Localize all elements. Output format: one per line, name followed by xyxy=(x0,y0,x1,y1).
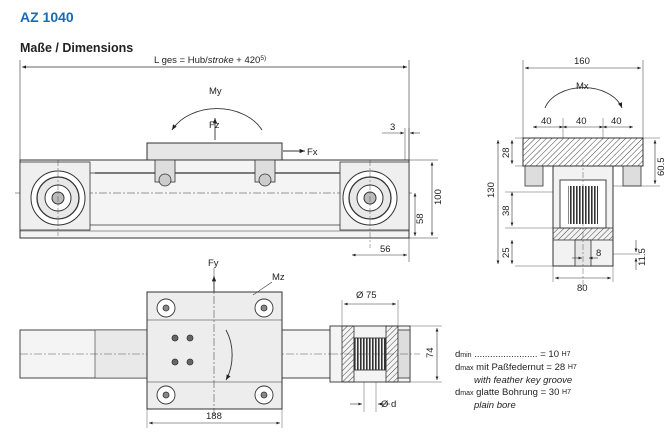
legend-dmax-plain: dmax glatte Bohrung = 30 H7 xyxy=(455,387,571,398)
legend-dmin: dmin ........................ = 10 H7 xyxy=(455,349,571,360)
dim-60-5: 60.5 xyxy=(656,158,667,177)
moment-z-label: Mz xyxy=(272,272,285,283)
dim-phi-75: Ø 75 xyxy=(356,290,377,301)
dim-phi-d: Ø d xyxy=(381,399,396,410)
length-label: L ges = Hub/stroke + 4205) xyxy=(154,55,266,66)
dim-80: 80 xyxy=(577,283,588,294)
dim-130: 130 xyxy=(486,182,497,198)
dim-74: 74 xyxy=(425,347,436,358)
force-z-label: Fz xyxy=(209,120,220,131)
section-title: Maße / Dimensions xyxy=(20,41,134,55)
dim-25: 25 xyxy=(501,247,512,258)
force-y-label: Fy xyxy=(208,258,219,269)
dim-160: 160 xyxy=(574,56,590,67)
model-title: AZ 1040 xyxy=(20,9,74,25)
dim-56: 56 xyxy=(380,244,391,255)
cross-section-view xyxy=(496,60,660,290)
elevation-view xyxy=(15,60,438,262)
dim-58: 58 xyxy=(415,213,426,224)
dim-38: 38 xyxy=(501,205,512,216)
moment-y-label: My xyxy=(209,86,222,97)
dim-100: 100 xyxy=(433,189,444,205)
dim-40-right: 40 xyxy=(611,116,622,127)
legend-dmax-keyway-en: with feather key groove xyxy=(474,375,573,386)
bore-legend: dmin ........................ = 10 H7 dm… xyxy=(455,349,577,412)
moment-x-label: Mx xyxy=(576,81,589,92)
dim-40-mid: 40 xyxy=(576,116,587,127)
dim-3: 3 xyxy=(390,122,395,133)
dim-11-5: 11.5 xyxy=(637,248,648,266)
legend-dmax-keyway: dmax mit Paßfedernut = 28 H7 xyxy=(455,362,577,373)
legend-dmax-plain-en: plain bore xyxy=(474,400,516,411)
dim-28: 28 xyxy=(501,147,512,158)
force-x-label: Fx xyxy=(307,147,318,158)
plan-view xyxy=(19,268,442,428)
dim-8: 8 xyxy=(596,248,601,259)
dim-188: 188 xyxy=(206,411,222,422)
dim-40-left: 40 xyxy=(541,116,552,127)
